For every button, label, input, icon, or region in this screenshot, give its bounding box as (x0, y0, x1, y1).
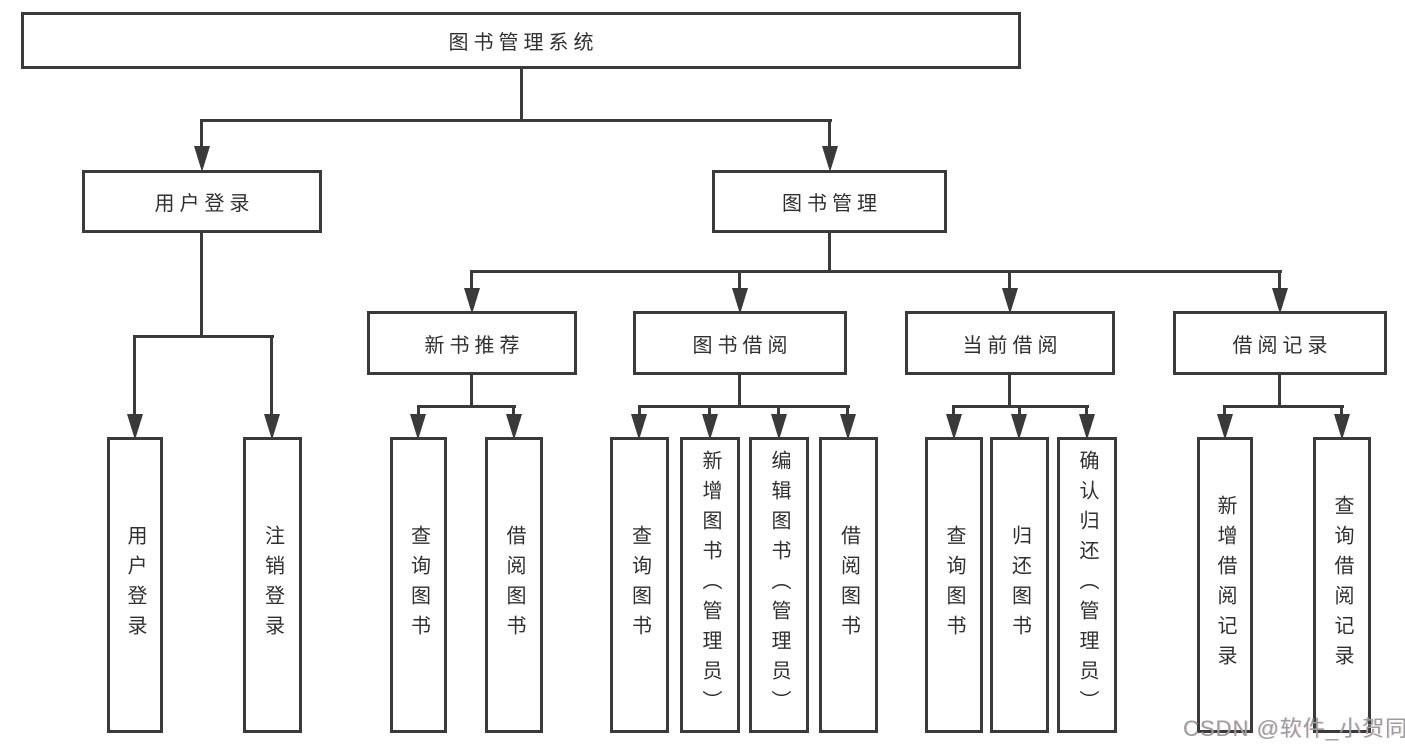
node-user-login-label: 用户登录 (154, 193, 255, 215)
leaf-cb-confirm-return-admin: 确认归还（管理员） (1057, 437, 1117, 733)
connector-line (512, 405, 515, 414)
leaf-cb-confirm-return-admin-label: 确认归还（管理员） (1076, 450, 1098, 720)
connector-line (1278, 375, 1281, 406)
leaf-logout-label: 注销登录 (261, 525, 284, 645)
connector-line (638, 405, 641, 414)
leaf-bb-borrow-book-label: 借阅图书 (837, 525, 860, 645)
connector-line (417, 405, 516, 408)
leaf-br-add-record-label: 新增借阅记录 (1214, 495, 1236, 675)
connector-line (1085, 405, 1088, 414)
node-root: 图书管理系统 (21, 12, 1021, 69)
connector-line (133, 335, 274, 338)
arrowhead-down-icon (822, 146, 838, 172)
leaf-bb-add-book-admin: 新增图书（管理员） (680, 437, 740, 733)
leaf-nbr-query-book-label: 查询图书 (407, 525, 430, 645)
connector-line (828, 233, 831, 272)
leaf-cb-query-book-label: 查询图书 (943, 525, 965, 645)
arrowhead-down-icon (732, 288, 748, 314)
leaf-bb-add-book-admin-label: 新增图书（管理员） (699, 450, 721, 720)
leaf-logout: 注销登录 (243, 437, 302, 733)
leaf-bb-edit-book-admin-label: 编辑图书（管理员） (768, 450, 790, 720)
connector-line (200, 233, 203, 336)
node-book-borrow-label: 图书借阅 (692, 334, 793, 357)
node-new-book-recommend: 新书推荐 (367, 311, 577, 375)
connector-line (1223, 405, 1226, 414)
arrowhead-down-icon (506, 414, 522, 440)
arrowhead-down-icon (1272, 288, 1288, 314)
leaf-cb-return-book-label: 归还图书 (1008, 525, 1031, 645)
arrowhead-down-icon (771, 414, 787, 440)
arrowhead-down-icon (631, 414, 647, 440)
arrowhead-down-icon (194, 146, 210, 172)
arrowhead-down-icon (1334, 414, 1350, 440)
connector-line (200, 119, 203, 148)
arrowhead-down-icon (946, 414, 962, 440)
leaf-user-login-label: 用户登录 (124, 525, 146, 645)
leaf-nbr-borrow-book: 借阅图书 (485, 437, 543, 733)
connector-line (777, 405, 780, 414)
leaf-cb-query-book: 查询图书 (925, 437, 983, 733)
leaf-nbr-borrow-book-label: 借阅图书 (503, 525, 525, 645)
connector-line (470, 270, 473, 288)
node-new-book-recommend-label: 新书推荐 (424, 334, 525, 357)
arrowhead-down-icon (1002, 288, 1018, 314)
node-borrow-record-label: 借阅记录 (1232, 334, 1333, 357)
connector-line (708, 405, 711, 414)
connector-line (520, 69, 523, 119)
watermark: CSDN @软件_小贺同学 (1183, 716, 1405, 741)
connector-line (1340, 405, 1343, 414)
leaf-bb-query-book-label: 查询图书 (628, 525, 651, 645)
node-book-management: 图书管理 (712, 170, 947, 233)
connector-line (270, 335, 273, 415)
connector-line (1223, 405, 1344, 408)
connector-line (1008, 375, 1011, 406)
connector-line (638, 405, 850, 408)
leaf-bb-borrow-book: 借阅图书 (819, 437, 878, 733)
leaf-bb-query-book: 查询图书 (610, 437, 669, 733)
connector-line (470, 270, 1282, 273)
leaf-br-query-record: 查询借阅记录 (1313, 437, 1371, 733)
connector-line (1018, 405, 1021, 414)
node-book-borrow: 图书借阅 (633, 311, 847, 375)
arrowhead-down-icon (1011, 414, 1027, 440)
leaf-bb-edit-book-admin: 编辑图书（管理员） (749, 437, 809, 733)
connector-line (133, 335, 136, 415)
node-user-login: 用户登录 (82, 170, 322, 233)
node-current-borrow: 当前借阅 (905, 311, 1115, 375)
leaf-br-query-record-label: 查询借阅记录 (1331, 495, 1353, 675)
connector-line (1278, 270, 1281, 288)
arrowhead-down-icon (264, 414, 280, 440)
leaf-user-login: 用户登录 (107, 437, 163, 733)
arrowhead-down-icon (464, 288, 480, 314)
arrowhead-down-icon (410, 414, 426, 440)
connector-line (738, 270, 741, 288)
connector-line (846, 405, 849, 414)
connector-line (738, 375, 741, 406)
connector-line (952, 405, 955, 414)
leaf-br-add-record: 新增借阅记录 (1197, 437, 1253, 733)
arrowhead-down-icon (127, 414, 143, 440)
leaf-cb-return-book: 归还图书 (990, 437, 1049, 733)
arrowhead-down-icon (1079, 414, 1095, 440)
connector-line (200, 119, 832, 122)
connector-line (470, 375, 473, 406)
node-current-borrow-label: 当前借阅 (962, 334, 1063, 357)
arrowhead-down-icon (702, 414, 718, 440)
arrowhead-down-icon (840, 414, 856, 440)
leaf-nbr-query-book: 查询图书 (390, 437, 447, 733)
connector-line (828, 119, 831, 148)
arrowhead-down-icon (1217, 414, 1233, 440)
node-root-label: 图书管理系统 (448, 32, 599, 54)
node-book-management-label: 图书管理 (782, 193, 882, 215)
node-borrow-record: 借阅记录 (1173, 311, 1387, 375)
connector-line (1008, 270, 1011, 288)
connector-line (417, 405, 420, 414)
